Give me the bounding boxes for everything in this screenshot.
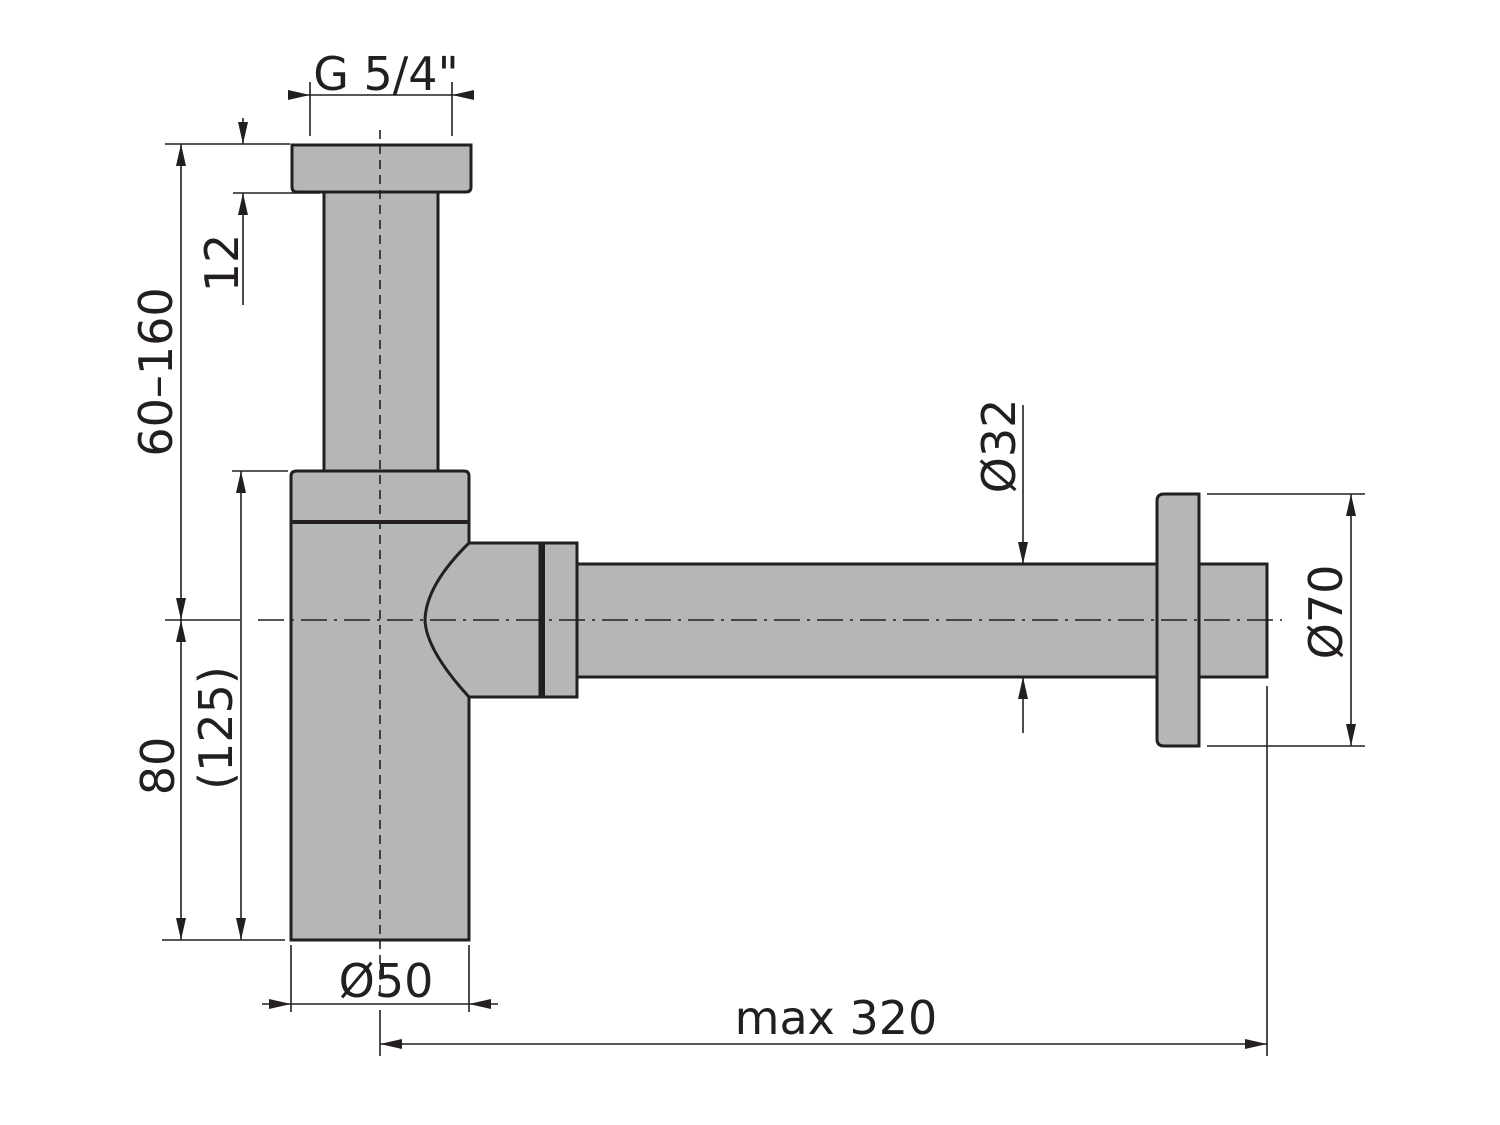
d32-arrow-top — [1018, 542, 1028, 564]
d50-arrow-right — [469, 999, 491, 1009]
outlet-height-label: 80 — [131, 737, 185, 796]
body-diameter-label: Ø50 — [339, 954, 434, 1008]
flange-arrow-top — [238, 122, 248, 144]
length-arrow-left — [380, 1039, 402, 1049]
rosette-diameter-label: Ø70 — [1299, 565, 1353, 660]
d32-arrow-bottom — [1018, 677, 1028, 699]
dimension-labels: G 5/4" 12 60–160 80 (125) Ø50 Ø32 Ø70 ma… — [129, 47, 1353, 1045]
inlet-pipe — [322, 190, 440, 474]
outlet-height-alt-label: (125) — [189, 666, 243, 790]
flange-arrow-bottom — [238, 193, 248, 215]
pipe-diameter-label: Ø32 — [972, 399, 1026, 494]
d50-arrow-left — [269, 999, 291, 1009]
center-lines — [258, 130, 1282, 1000]
dimension-lines — [162, 82, 1365, 1056]
top-flange — [290, 143, 473, 194]
d70-arrow-bottom — [1346, 724, 1356, 746]
max-length-label: max 320 — [735, 991, 938, 1045]
thread-label: G 5/4" — [313, 47, 458, 101]
thread-arrow-right — [452, 90, 474, 100]
body-height-arrow-top — [236, 471, 246, 493]
d70-arrow-top — [1346, 494, 1356, 516]
flange-height-label: 12 — [195, 234, 249, 293]
inlet-height-range-label: 60–160 — [129, 287, 183, 456]
outlet-height-arrow-bottom — [176, 918, 186, 940]
siphon-parts — [289, 143, 1269, 942]
body-height-arrow-bottom — [236, 918, 246, 940]
range-arrow-bottom — [176, 598, 186, 620]
outlet-height-arrow-top — [176, 620, 186, 642]
thread-arrow-left — [288, 90, 310, 100]
range-arrow-top — [176, 144, 186, 166]
length-arrow-right — [1245, 1039, 1267, 1049]
